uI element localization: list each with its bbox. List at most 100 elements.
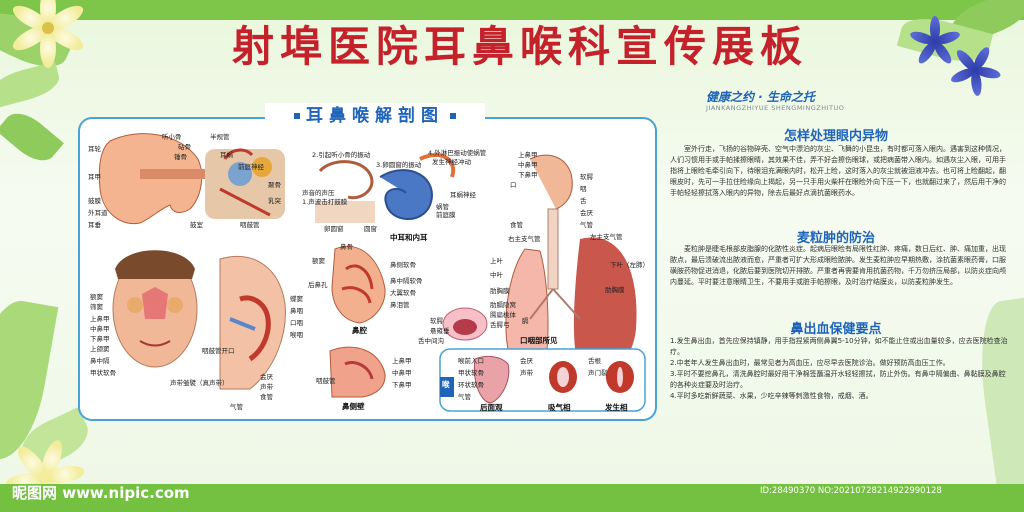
label-uvula: 悬雍垂 [430, 327, 450, 335]
label-epiglottis-throat: 会厌 [580, 209, 593, 217]
label-frontal-sinus-nose: 额窦 [312, 257, 325, 265]
bottom-green-band [0, 484, 1024, 512]
label-inner-nerve: 发生神经冲动 [432, 158, 471, 166]
label-lung-middle: 中叶 [490, 271, 503, 279]
label-inf-turbinate-throat: 下鼻甲 [518, 171, 538, 179]
label-sphenoid-sinus: 蝶窦 [290, 295, 303, 303]
label-oropharynx: 口咽 [290, 319, 303, 327]
respiratory-illustration [505, 154, 637, 376]
section-body-nosebleed: 1.发生鼻出血，首先应保持镇静，用手指捏紧两侧鼻翼5-10分钟，如不能止住或出血… [670, 336, 1008, 402]
larynx-tag: 喉 [442, 380, 450, 389]
label-tonsil: 腭扁桃体 [490, 311, 516, 319]
label-inner-3: 3.卵圆窗的振动 [376, 161, 422, 169]
label-tongue-groove: 舌中间沟 [418, 337, 444, 345]
larynx-box [439, 348, 646, 412]
inner-ear-illustration [315, 153, 456, 223]
label-septal-cartilage: 鼻中隔软骨 [390, 277, 423, 285]
label-malleus: 锤骨 [174, 153, 187, 161]
label-cochlear-nerve: 耳蜗神经 [450, 191, 476, 199]
label-oval-window: 卵圆窗 [324, 225, 344, 233]
label-incus: 砧骨 [178, 143, 191, 151]
label-larynx-inlet: 喉前入口 [458, 357, 484, 365]
label-vestibular-membrane: 前庭膜 [436, 211, 456, 219]
label-esophagus-throat: 食管 [510, 221, 523, 229]
label-trachea-face: 气管 [230, 403, 243, 411]
caption-larynx-back: 后面观 [480, 403, 503, 412]
paragraph: 1.发生鼻出血，首先应保持镇静，用手指捏紧两侧鼻翼5-10分钟，如不能止住或出血… [670, 337, 1008, 356]
label-inner-1: 1.声波击打鼓膜 [302, 198, 348, 206]
caption-larynx-phonate: 发生相 [605, 403, 628, 412]
section-title-eye-foreign-body: 怎样处理眼内异物 [783, 129, 888, 144]
label-epiglottis-face: 会厌 [260, 373, 273, 381]
label-tongue-root: 舌根 [588, 357, 601, 365]
label-inferior-turbinate: 下鼻甲 [90, 335, 110, 343]
label-left-bronchus: 左主支气管 [590, 233, 623, 241]
label-soft-palate-throat: 软腭 [580, 173, 593, 181]
label-pharynx: 咽 [580, 185, 587, 193]
label-inner-2: 2.引起听小骨的振动 [312, 151, 371, 159]
label-nasal-bone: 鼻骨 [340, 243, 353, 251]
label-round-window: 圆窗 [364, 225, 377, 233]
label-posterior-naris: 后鼻孔 [308, 281, 328, 289]
label-thyroid-cartilage-larynx: 甲状软骨 [458, 369, 484, 377]
ear-illustration [98, 133, 285, 225]
caption-inner-ear: 中耳和内耳 [390, 233, 428, 242]
label-sound-pressure: 声音的声压 [302, 189, 335, 197]
label-eustachian-opening: 咽鼓管开口 [202, 347, 235, 355]
square-bullet-icon [450, 113, 456, 119]
label-nasopharynx: 鼻咽 [290, 307, 303, 315]
label-costal-pleura: 肋胸膜 [605, 286, 625, 294]
section-body-eye-foreign-body: 室外行走，飞扬的谷物碎壳、空气中漂泊的灰尘、飞舞的小昆虫，有时都可落入眼内。遇害… [670, 144, 1008, 199]
label-true-vocal-fold: 声带皱襞（真声带） [170, 379, 229, 387]
label-thyroid-cartilage-face: 甲状软骨 [90, 369, 116, 377]
label-concha: 耳甲 [88, 173, 101, 181]
slogan: 健康之约 · 生命之托 [706, 90, 815, 104]
label-palatoglossal-arch: 舌腭弓 [490, 321, 510, 329]
label-vestibular-nerve: 前庭神经 [238, 163, 264, 171]
section-body-stye: 麦粒肿是睫毛根部皮脂腺的化脓性炎症。起病后眼睑有局限性红肿、疼痛，数日后红、肿、… [670, 244, 1008, 288]
label-cricoid-cartilage: 环状软骨 [458, 381, 484, 389]
label-alar-cartilage: 大翼软骨 [390, 289, 416, 297]
label-cochlear-duct: 蜗管 [436, 203, 449, 211]
panel-title: 耳鼻喉解剖图 [265, 103, 485, 129]
label-ear-canal: 外耳道 [88, 209, 108, 217]
label-mid-turbinate-throat: 中鼻甲 [518, 161, 538, 169]
square-bullet-icon [294, 113, 300, 119]
label-temporal-bone: 颞骨 [268, 181, 281, 189]
caption-throat: 口咽部所见 [520, 336, 558, 345]
label-maxillary-sinus: 上颌窦 [90, 345, 110, 353]
caption-larynx-inhale: 吸气相 [548, 403, 571, 412]
label-lateral-cartilage: 鼻侧软骨 [390, 261, 416, 269]
label-inferior-turbinate-wall: 下鼻甲 [392, 381, 412, 389]
top-green-band [0, 0, 1024, 20]
paragraph: 2.中老年人发生鼻出血时，最常见者为高血压，应尽早去医院诊治。做好预防高血压工作… [670, 359, 950, 367]
label-mouth: 口 [510, 181, 517, 189]
section-title-stye: 麦粒肿的防治 [796, 231, 875, 246]
label-nasal-septum: 鼻中隔 [90, 357, 110, 365]
label-middle-turbinate: 中鼻甲 [90, 325, 110, 333]
paragraph: 麦粒肿是睫毛根部皮脂腺的化脓性炎症。起病后眼睑有局限性红肿、疼痛，数日后红、肿、… [670, 245, 1006, 286]
label-mastoid: 乳突 [268, 197, 281, 205]
label-soft-palate: 软腭 [430, 317, 443, 325]
label-glottis: 声门裂 [588, 369, 608, 377]
label-tympanic-cavity: 鼓室 [190, 221, 203, 229]
slogan-pinyin: JIANKANGZHIYUE SHENGMINGZHITUO [706, 104, 845, 112]
face-illustration [112, 250, 286, 390]
label-eardrum: 鼓膜 [88, 197, 101, 205]
label-vocal-cord-larynx: 声带 [520, 369, 533, 377]
image-id-mark: ID:28490370 NO:20210728214922990128 [760, 486, 942, 496]
label-right-bronchus: 右主支气管 [508, 235, 541, 243]
section-title-nosebleed: 鼻出血保健要点 [790, 322, 882, 337]
label-ear-helix: 耳轮 [88, 145, 101, 153]
nasal-cavity-illustration [331, 245, 386, 324]
label-epiglottis-larynx: 会厌 [520, 357, 533, 365]
paragraph: 3.平时不要挖鼻孔，清洗鼻腔时最好用干净棉签蘸温开水轻轻擦拭，防止外伤。有鼻中隔… [670, 370, 1006, 389]
label-laryngopharynx: 喉咽 [290, 331, 303, 339]
label-eustachian-tube: 咽鼓管 [240, 221, 260, 229]
label-diaphragm: 膈 [522, 317, 529, 325]
watermark: 昵图网 www.nipic.com [12, 484, 190, 502]
label-middle-turbinate-wall: 中鼻甲 [392, 369, 412, 377]
poster-title: 射埠医院耳鼻喉科宣传展板 [231, 22, 808, 71]
label-lower-lobe-left: 下叶（左肺） [610, 261, 649, 269]
